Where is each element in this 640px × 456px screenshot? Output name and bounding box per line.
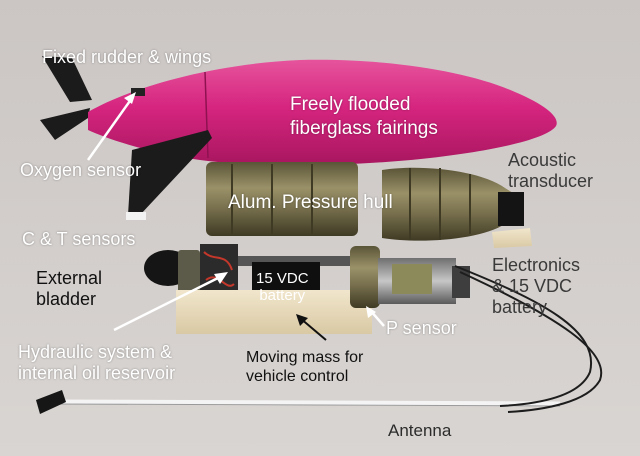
pointer-arrows-p: [366, 306, 385, 327]
antenna-cable-2: [459, 271, 603, 413]
label-fairings-line1: Freely flooded: [290, 94, 411, 115]
label-p-sensor: P sensor: [386, 318, 457, 338]
label-moving-line2: vehicle control: [246, 368, 349, 385]
antenna-rod-shade: [47, 403, 561, 407]
pressure-hull: [206, 162, 532, 248]
transducer-stand: [492, 228, 532, 248]
endcap-ring: [350, 246, 380, 308]
label-ct-sensors: C & T sensors: [22, 229, 136, 249]
antenna-rod: [47, 399, 561, 407]
label-moving-mass: Moving mass for vehicle control: [246, 348, 363, 386]
label-acoustic-transducer: Acoustic transducer: [508, 150, 593, 192]
oxygen-sensor-body: [131, 88, 145, 96]
pointer-arrows-dark: [296, 314, 327, 341]
label-electronics: Electronics & 15 VDC battery: [492, 255, 580, 318]
antenna-cable-1: [454, 265, 593, 407]
label-battery-inner: 15 VDC battery: [256, 270, 309, 304]
label-external-bladder: External bladder: [36, 268, 102, 310]
label-electronics-line1: Electronics: [492, 255, 581, 275]
label-bladder-line2: bladder: [36, 289, 97, 309]
arrow-hydraulic-head: [214, 272, 228, 284]
arrow-oxygen: [86, 97, 134, 161]
label-acoustic-line1: Acoustic: [508, 150, 577, 170]
antenna: [36, 265, 603, 414]
internal-assembly: [144, 244, 470, 334]
wooden-base: [176, 290, 372, 334]
arrow-psensor-head: [366, 306, 376, 318]
label-acoustic-line2: transducer: [508, 171, 594, 191]
frame-rail-top: [238, 256, 350, 266]
pointer-arrows: [86, 92, 228, 332]
label-fairings: Freely flooded fiberglass fairings: [290, 93, 438, 141]
arrow-moving-mass-head: [296, 314, 308, 326]
antenna-connector: [36, 390, 66, 414]
bladder-endcap: [178, 250, 200, 298]
label-fairings-line2: fiberglass fairings: [290, 118, 438, 139]
label-hydraulic-system: Hydraulic system & internal oil reservoi…: [18, 342, 175, 384]
label-hydraulic-line2: internal oil reservoir: [18, 363, 176, 383]
label-electronics-line2: & 15 VDC: [492, 276, 573, 296]
label-bladder-line1: External: [36, 268, 103, 288]
pink-fairing: [40, 56, 557, 220]
acoustic-transducer-body: [498, 192, 524, 226]
label-battery-inner-line2: battery: [259, 287, 306, 304]
label-pressure-hull: Alum. Pressure hull: [228, 192, 393, 213]
wing: [128, 130, 212, 215]
arrow-oxygen-head: [124, 92, 136, 104]
hull-cylinder: [206, 162, 358, 236]
label-moving-line1: Moving mass for: [246, 349, 364, 366]
label-electronics-line3: battery: [492, 297, 548, 317]
label-hydraulic-line1: Hydraulic system &: [18, 342, 173, 362]
fairing-seam: [204, 71, 209, 159]
rudder-fin-top: [42, 56, 92, 102]
label-fixed-rudder: Fixed rudder & wings: [42, 47, 212, 67]
label-oxygen-sensor: Oxygen sensor: [20, 160, 142, 180]
wing-base: [126, 212, 146, 220]
electronics-board: [392, 264, 432, 294]
arrow-hydraulic: [113, 274, 223, 332]
label-battery-inner-line1: 15 VDC: [256, 270, 309, 287]
rudder-fin-bottom: [40, 108, 90, 140]
label-antenna: Antenna: [388, 421, 452, 440]
nose-cone: [382, 167, 518, 241]
